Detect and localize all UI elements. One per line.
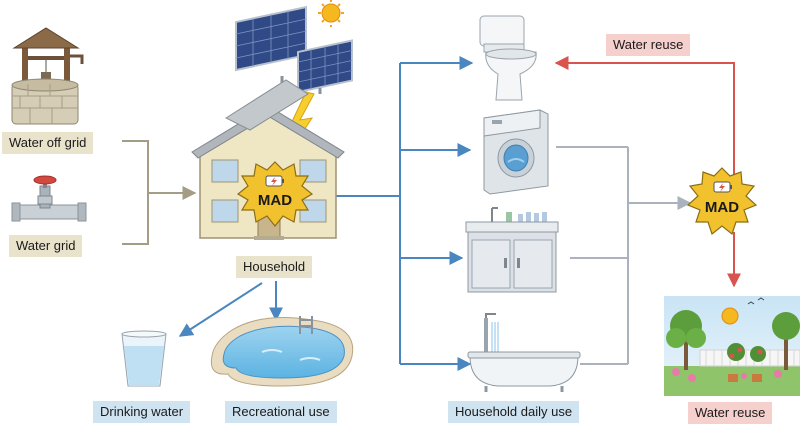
- mad-label-reuse: MAD: [705, 199, 739, 216]
- garden-illustration: [664, 296, 800, 396]
- sun-icon: [721, 307, 739, 325]
- mad-device-house: MAD: [236, 161, 314, 227]
- label-water-off-grid: Water off grid: [2, 132, 94, 154]
- label-recreational-use: Recreational use: [225, 401, 337, 423]
- input-connectors: [122, 140, 197, 245]
- distribution-arrows: [178, 56, 474, 371]
- label-water-reuse-top: Water reuse: [606, 34, 691, 56]
- reuse-arrows: [554, 56, 741, 288]
- drinking-glass-illustration: [121, 330, 167, 387]
- label-household-daily-use: Household daily use: [448, 401, 580, 423]
- well-illustration: [11, 27, 84, 125]
- swimming-pool-illustration: [210, 316, 354, 387]
- mad-device-reuse: MAD: [686, 167, 758, 236]
- label-water-reuse-bottom: Water reuse: [688, 402, 773, 424]
- toilet-illustration: [479, 15, 537, 101]
- mad-label-house: MAD: [258, 192, 292, 209]
- washing-machine-illustration: [483, 109, 549, 195]
- sun-icon: [318, 0, 344, 27]
- outflow-lines: [556, 146, 692, 365]
- sink-cabinet-illustration: [465, 207, 559, 293]
- label-household: Household: [236, 256, 313, 278]
- label-water-grid: Water grid: [9, 235, 83, 257]
- label-drinking-water: Drinking water: [93, 401, 191, 423]
- water-tap-illustration: [11, 175, 87, 236]
- solar-panels-illustration: [235, 0, 353, 94]
- bathtub-illustration: [467, 313, 581, 392]
